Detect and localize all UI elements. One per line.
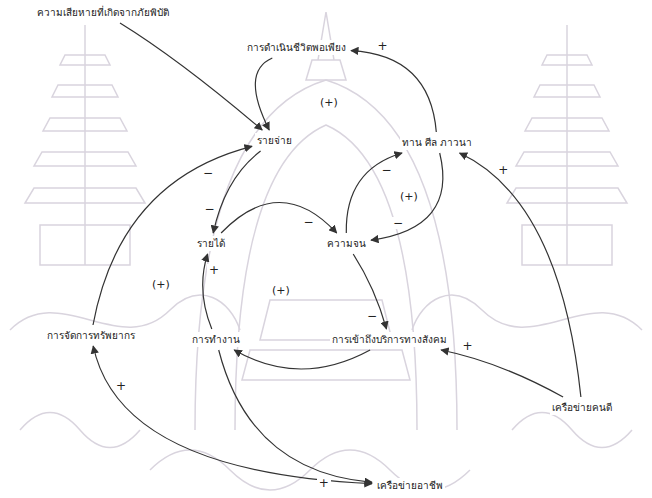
causal-arrow xyxy=(255,58,272,130)
causal-arrow xyxy=(441,350,563,397)
causal-arrow xyxy=(93,346,372,484)
node-text: การทำงาน xyxy=(192,334,240,345)
node-text: ความจน xyxy=(327,238,366,249)
node-text: ความเสียหายที่เกิดจากภัยพิบัติ xyxy=(37,7,169,18)
loop-polarity: (+) xyxy=(270,284,292,297)
causal-arrow xyxy=(221,203,337,234)
right-flourish xyxy=(412,295,642,330)
variable-node: การเข้าถึงบริการทางสังคม xyxy=(330,332,449,347)
causal-arrow xyxy=(351,51,436,132)
causal-arrow xyxy=(353,254,386,329)
polarity-sign: − xyxy=(391,217,405,229)
variable-node: เครือข่ายคนดี xyxy=(550,400,614,415)
variable-node: การทำงาน xyxy=(190,332,242,347)
bottom-swirl-left xyxy=(20,413,140,448)
variable-node: รายได้ xyxy=(195,236,227,251)
node-text: การจัดการทรัพยากร xyxy=(47,330,135,341)
variable-node: ความเสียหายที่เกิดจากภัยพิบัติ xyxy=(35,5,171,20)
polarity-sign: + xyxy=(114,380,128,392)
causal-arrow xyxy=(219,350,372,482)
node-text: รายได้ xyxy=(197,238,225,249)
loop-polarity: (+) xyxy=(318,96,340,109)
node-text: รายจ่าย xyxy=(257,135,292,146)
causal-arrow xyxy=(460,153,581,397)
right-pagoda-pole xyxy=(566,25,568,265)
left-flourish xyxy=(10,295,240,330)
node-text: ทาน ศีล ภาวนา xyxy=(402,137,472,148)
polarity-sign: − xyxy=(201,167,215,179)
polarity-sign: + xyxy=(376,40,390,52)
polarity-sign: + xyxy=(317,477,331,489)
variable-node: การดำเนินชีวิตพอเพียง xyxy=(245,40,348,55)
loop-polarity: (+) xyxy=(150,278,172,291)
polarity-sign: + xyxy=(461,340,475,352)
watermark-art xyxy=(10,12,642,490)
variable-node: รายจ่าย xyxy=(255,133,294,148)
variable-node: ความจน xyxy=(325,236,368,251)
causal-arrow xyxy=(234,350,370,369)
causal-arrow xyxy=(120,23,262,130)
polarity-sign: − xyxy=(365,310,379,322)
right-pagoda-tiers xyxy=(507,55,627,265)
emblem-outer-arch xyxy=(195,80,457,430)
causal-arrow xyxy=(93,146,252,325)
polarity-sign: + xyxy=(496,164,510,176)
node-text: เครือข่ายคนดี xyxy=(552,402,612,413)
polarity-sign: − xyxy=(202,203,216,215)
causal-arrow xyxy=(371,153,443,240)
left-pagoda-pole xyxy=(84,25,86,265)
variable-node: เครือข่ายอาชีพ xyxy=(375,478,445,493)
polarity-sign: + xyxy=(207,264,221,276)
loop-polarity: (+) xyxy=(398,190,420,203)
bottom-swirl-right xyxy=(512,413,632,448)
node-text: การดำเนินชีวิตพอเพียง xyxy=(247,42,346,53)
node-text: การเข้าถึงบริการทางสังคม xyxy=(332,334,447,345)
node-text: เครือข่ายอาชีพ xyxy=(377,480,443,491)
polarity-sign: − xyxy=(302,216,316,228)
variable-node: การจัดการทรัพยากร xyxy=(45,328,137,343)
polarity-sign: − xyxy=(380,164,394,176)
emblem-inner-arch xyxy=(235,125,417,430)
variable-node: ทาน ศีล ภาวนา xyxy=(400,135,474,150)
bottom-swirl xyxy=(150,450,470,490)
causal-arrow xyxy=(213,151,260,233)
